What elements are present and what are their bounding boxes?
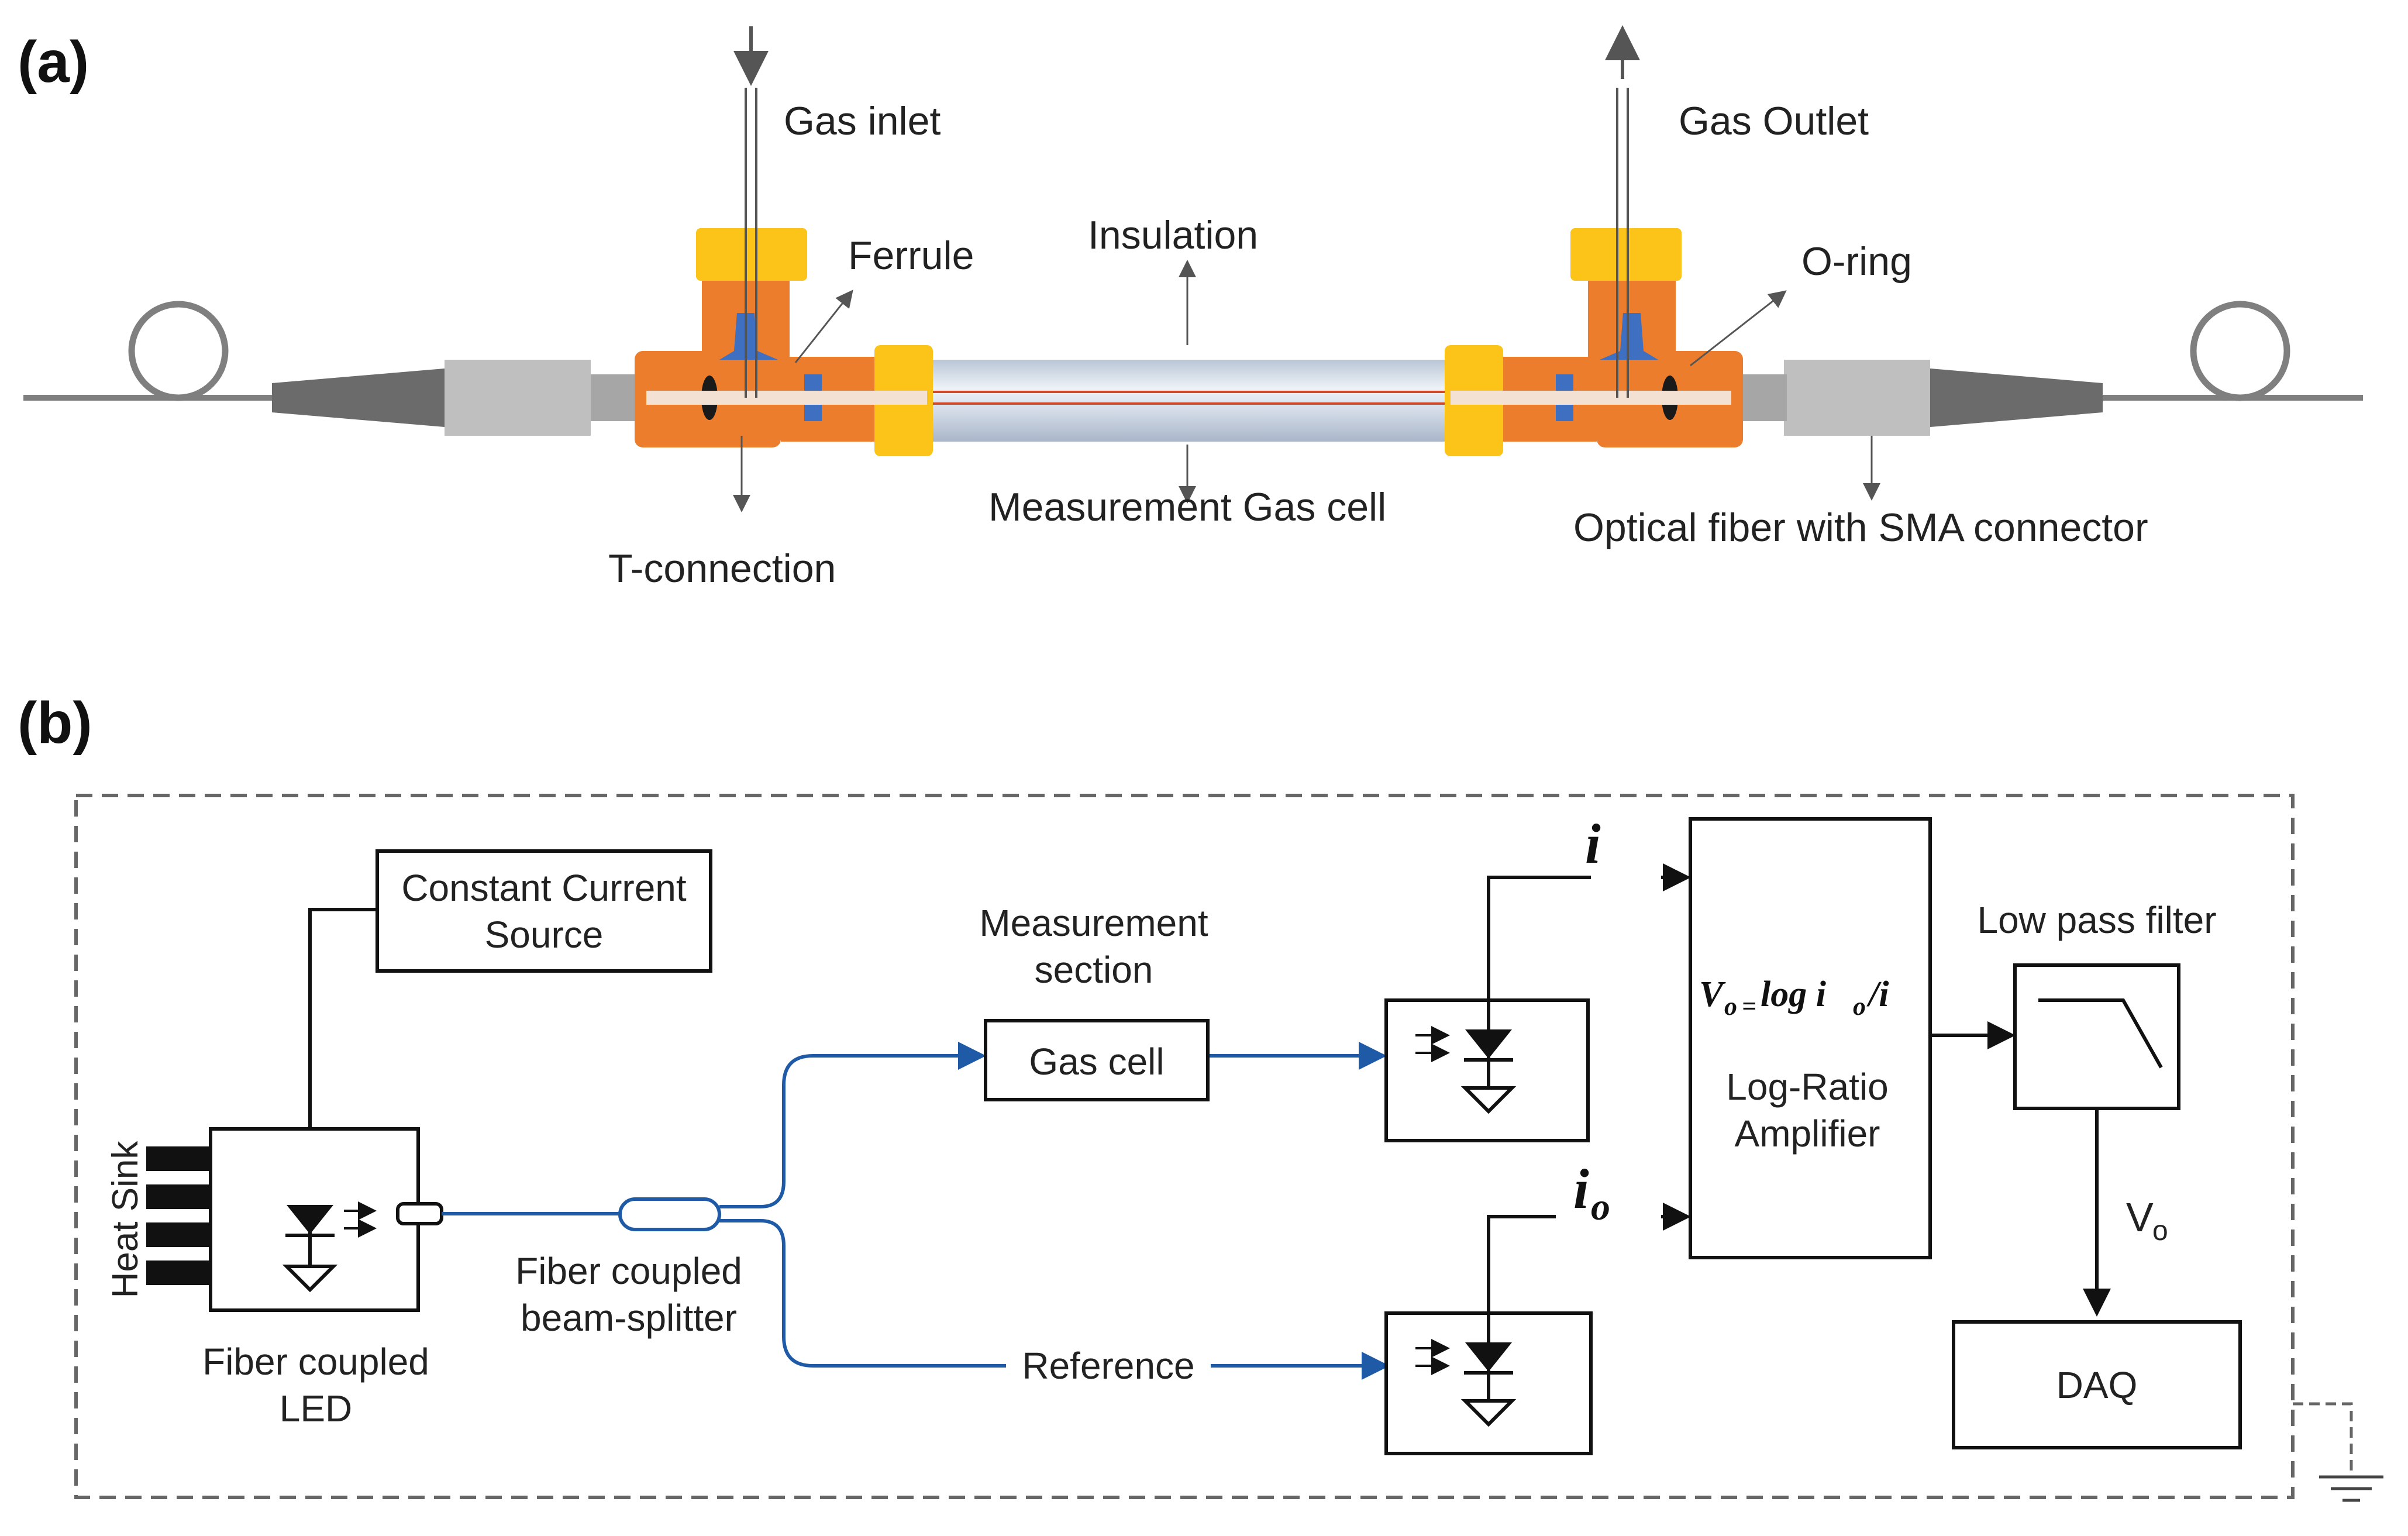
vo-label: V o	[2126, 1194, 2168, 1246]
low-pass-filter-box	[2013, 963, 2180, 1110]
panel-b-label: (b)	[18, 690, 92, 756]
log-ratio-amplifier-box	[1689, 817, 1932, 1259]
svg-text:/i: /i	[1866, 974, 1889, 1014]
daq-label: DAQ	[2056, 1364, 2138, 1406]
gas-cell-label: Gas cell	[1029, 1041, 1164, 1083]
photodiode-top-icon	[1415, 876, 1591, 1114]
left-fiber-loop	[23, 301, 275, 401]
gas-inlet-label: Gas inlet	[784, 99, 941, 143]
ground-icon	[2293, 1402, 2383, 1502]
led-diode-icon	[282, 1201, 377, 1293]
ferrule-pointer	[794, 290, 853, 363]
t-connection-label: T-connection	[608, 546, 836, 591]
low-pass-filter-label: Low pass filter	[1977, 899, 2216, 941]
o-ring-pointer	[1690, 290, 1787, 367]
heat-sink-label: Heat Sink	[105, 1141, 146, 1299]
svg-text:i: i	[1573, 1158, 1589, 1220]
measurement-section-label-2: section	[1035, 949, 1153, 991]
insulation-label: Insulation	[1088, 213, 1258, 257]
svg-text:o: o	[1591, 1186, 1610, 1228]
ferrule-label: Ferrule	[848, 233, 974, 278]
amp-label: Log-Ratio	[1726, 1066, 1889, 1108]
panel-a-label: (a)	[18, 29, 89, 95]
right-fiber-loop	[2100, 301, 2363, 401]
current-io-symbol: i o	[1573, 1158, 1610, 1228]
gas-cell-box	[984, 1019, 1210, 1101]
panel-b: (b) Constant Current Source Heat Sink	[18, 690, 2383, 1502]
svg-text:o: o	[1724, 992, 1737, 1021]
svg-text:V: V	[1699, 974, 1726, 1014]
photodiode-bottom-icon	[1415, 1215, 1556, 1427]
svg-text:V: V	[2126, 1194, 2154, 1240]
fiber-paths	[442, 1042, 1390, 1380]
splitter-label: Fiber coupled	[515, 1250, 742, 1292]
measurement-gas-cell-label: Measurement Gas cell	[988, 485, 1386, 529]
optical-fiber-label: Optical fiber with SMA connector	[1573, 505, 2148, 550]
right-sma-connector	[1740, 360, 2103, 436]
splitter-label-2: beam-splitter	[521, 1297, 737, 1339]
gas-inlet-pipe	[733, 26, 769, 398]
svg-text:=: =	[1742, 992, 1756, 1021]
led-label: Fiber coupled	[202, 1341, 429, 1383]
filter-response-icon	[2038, 998, 2163, 1069]
led-label-2: LED	[280, 1387, 353, 1430]
current-wire	[308, 908, 377, 1205]
heat-sink-icon	[146, 1146, 211, 1285]
constant-current-source-box	[376, 849, 712, 973]
constant-current-label: Constant Current	[401, 867, 687, 909]
constant-current-label-2: Source	[485, 914, 604, 956]
led-fiber-port	[396, 1202, 443, 1225]
system-enclosure	[74, 794, 2295, 1499]
measurement-section-label: Measurement	[979, 902, 1208, 944]
amp-label-2: Amplifier	[1735, 1113, 1880, 1155]
formula-label: V o = log i o /i	[1699, 974, 1889, 1021]
daq-box	[1952, 1320, 2242, 1449]
right-t-connection	[1445, 228, 1743, 456]
svg-text:o: o	[2152, 1215, 2168, 1246]
panel-a: (a)	[18, 25, 2363, 591]
o-ring-label: O-ring	[1801, 239, 1912, 284]
left-sma-connector	[272, 360, 638, 436]
gas-outlet-pipe	[1605, 25, 1640, 398]
reference-label: Reference	[1022, 1345, 1194, 1387]
measurement-gas-cell-tube	[933, 360, 1445, 442]
gas-outlet-label: Gas Outlet	[1679, 99, 1869, 143]
beam-splitter-icon	[618, 1197, 721, 1231]
svg-text:log i: log i	[1761, 974, 1826, 1014]
current-i-symbol: i	[1585, 812, 1601, 875]
svg-text:o: o	[1853, 992, 1866, 1021]
